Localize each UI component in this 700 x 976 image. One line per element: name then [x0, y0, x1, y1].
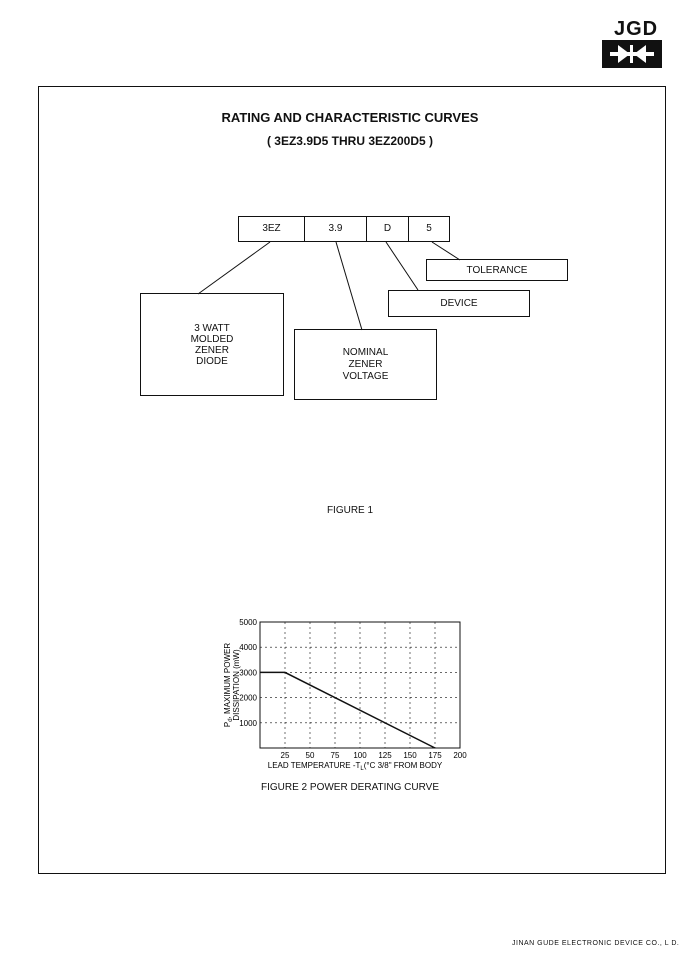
nominal-voltage-label: NOMINAL ZENER VOLTAGE: [342, 346, 389, 382]
plot-border: [259, 621, 461, 749]
y-tick-label: 1000: [239, 719, 257, 728]
tolerance-label: TOLERANCE: [466, 264, 528, 276]
figure1-connectors: [197, 241, 461, 331]
x-tick-label: 125: [378, 751, 392, 760]
figure2-caption: FIGURE 2 POWER DERATING CURVE: [261, 782, 439, 793]
x-tick-label: 175: [428, 751, 442, 760]
x-tick-label: 200: [453, 751, 467, 760]
x-tick-label: 50: [306, 751, 315, 760]
y-tick-label: 3000: [239, 668, 257, 677]
y-tick-label: 4000: [239, 643, 257, 652]
code-device: D: [367, 217, 409, 241]
y-tick-label: 5000: [239, 618, 257, 627]
code-prefix: 3EZ: [239, 217, 305, 241]
code-tolerance: 5: [426, 223, 432, 234]
x-tick-label: 100: [353, 751, 367, 760]
brand-logo-icon: [602, 40, 662, 68]
device-label-box: DEVICE: [388, 290, 530, 317]
page-frame: [38, 86, 666, 874]
code-voltage: 3.9: [305, 217, 367, 241]
tolerance-label-box: TOLERANCE: [426, 259, 568, 281]
nominal-voltage-box: NOMINAL ZENER VOLTAGE: [294, 329, 437, 400]
brand-name: JGD: [614, 18, 659, 40]
device-label: DEVICE: [440, 298, 478, 309]
x-axis-label: LEAD TEMPERATURE -TL(°C 3/8" FROM BODY: [268, 761, 443, 772]
y-tick-label: 2000: [239, 694, 257, 703]
x-tick-label: 150: [403, 751, 417, 760]
derating-curve-line: [260, 671, 436, 749]
part-code-row: 3EZ 3.9 D 5: [238, 216, 450, 242]
power-derating-chart: 25 50 75 100 125 150 175 200 1000 2000 3000 4000 500…: [223, 618, 467, 772]
y-axis-label-line2: DISSIPATION (mW): [232, 649, 241, 721]
molded-diode-label: 3 WATT MOLDED ZENER DIODE: [190, 322, 234, 367]
x-tick-label: 75: [331, 751, 340, 760]
molded-diode-box: 3 WATT MOLDED ZENER DIODE: [140, 293, 284, 396]
y-axis-label-group: Pd, MAXIMUM POWER DISSIPATION (mW): [223, 643, 241, 727]
company-footer: JINAN GUDE ELECTRONIC DEVICE CO., L D.: [512, 940, 680, 947]
figure1-caption: FIGURE 1: [326, 505, 374, 516]
y-axis-label-line1: Pd, MAXIMUM POWER: [223, 643, 234, 727]
page-subtitle: ( 3EZ3.9D5 THRU 3EZ200D5 ): [266, 134, 434, 148]
x-tick-label: 25: [281, 751, 290, 760]
page-title: RATING AND CHARACTERISTIC CURVES: [221, 110, 479, 125]
